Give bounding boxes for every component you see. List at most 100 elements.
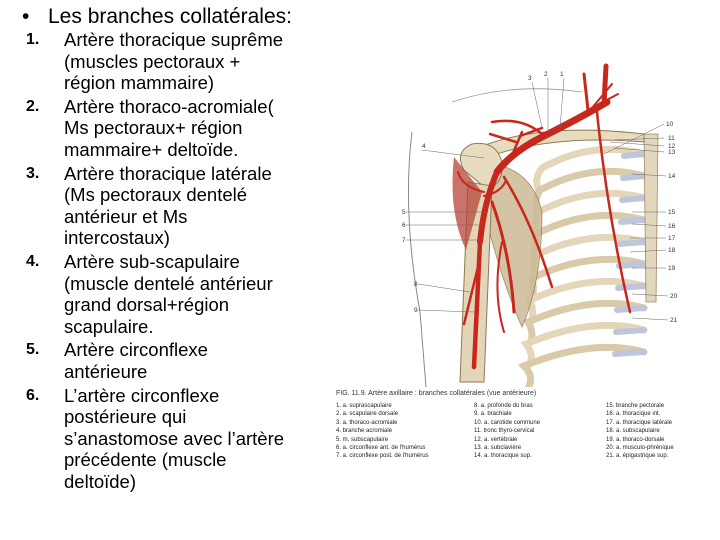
branch-text-line: mammaire+ deltoïde.: [64, 138, 239, 160]
lateral-thoracic-artery: [502, 175, 554, 289]
figure-label-number: 5: [402, 209, 406, 216]
circumflex-arteries: [457, 171, 507, 197]
figure-label-number: 16: [668, 223, 676, 230]
brachial-artery: [471, 239, 483, 370]
figure-label-number: 20: [670, 293, 678, 300]
rib: [533, 145, 648, 192]
legend-entry: 1. a. suprascapulaire: [336, 403, 392, 409]
legend-entry: 3. a. thoraco-acromiale: [336, 419, 398, 426]
branch-number: 4.: [26, 252, 40, 270]
figure-label-number: 14: [668, 173, 676, 180]
figure-label-number: 4: [422, 143, 426, 150]
branch-text-line: Ms pectoraux+ région: [64, 117, 243, 139]
costal-cartilage: [620, 173, 647, 181]
branch-item: 2.Artère thoraco-acromiale(Ms pectoraux+…: [22, 96, 322, 161]
branch-text-line: s’anastomose avec l’artère: [64, 427, 285, 449]
legend-entry: 20. a. musculo-phrénique: [606, 444, 674, 451]
branch-text-line: intercostaux): [64, 227, 170, 249]
legend-entry: 14. a. thoracique sup.: [474, 453, 532, 460]
rib: [520, 321, 648, 368]
branch-text-line: grand dorsal+région: [64, 294, 230, 316]
legend-entry: 10. a. carotide commune: [474, 419, 541, 426]
rib: [525, 277, 648, 324]
branch-text-line: Artère circonflexe: [64, 339, 208, 361]
branch-text-line: (muscles pectoraux +: [64, 50, 241, 72]
branch-text-line: deltoïde): [64, 470, 136, 492]
figure-label-number: 6: [402, 222, 406, 229]
branch-number: 2.: [26, 97, 40, 115]
branch-text-line: Artère thoracique latérale: [64, 162, 272, 184]
title-bullet: •: [22, 5, 30, 28]
branch-number: 1.: [26, 31, 40, 48]
leader-lines: [406, 77, 669, 321]
figure-label-number: 13: [668, 149, 676, 156]
costal-cartilage: [617, 239, 647, 247]
figure-label-number: 3: [528, 75, 532, 82]
legend-entry: 15. branche pectorale: [606, 403, 665, 409]
figure-label-number: 15: [668, 209, 676, 216]
deep-brachial-artery: [462, 265, 480, 326]
figure-label-number: 7: [402, 237, 406, 244]
arm-outline: [407, 131, 427, 387]
branch-text-line: précédente (muscle: [64, 449, 227, 471]
rib-cage: [517, 145, 648, 387]
legend-entry: 6. a. circonflexe ant. de l'humérus: [336, 444, 426, 451]
legend-entry: 21. a. épigastrique sup.: [606, 453, 669, 460]
subclavian-artery: [493, 98, 611, 176]
carotid-artery: [601, 63, 609, 107]
legend-entry: 9. a. brachiale: [474, 411, 512, 418]
costal-cartilage: [621, 151, 647, 159]
scapula: [483, 161, 543, 328]
body-outline: [451, 88, 583, 103]
branch-text-line: région mammaire): [64, 72, 215, 94]
branch-number: 5.: [26, 341, 40, 359]
costal-cartilage: [619, 195, 647, 203]
branch-text-line: postérieure qui: [64, 406, 187, 428]
legend-entry: 13. a. subclavière: [474, 444, 522, 451]
sternum: [643, 133, 659, 303]
branch-list: 1. Artère thoracique suprême(muscles pect…: [22, 29, 322, 494]
legend-entry: 12. a. vertébrale: [474, 436, 518, 443]
subscapular-artery: [490, 200, 516, 314]
thyrocervical-trunk: [591, 83, 619, 109]
branch-number: 6.: [26, 386, 40, 404]
figure-caption: FIG. 11.9. Artère axillaire : branches c…: [336, 390, 537, 397]
vertebral-artery: [582, 72, 590, 112]
branch-item: 4. Artère sub-scapulaire(muscle dentelé a…: [22, 251, 322, 337]
branch-item: 1. Artère thoracique suprême(muscles pect…: [22, 29, 322, 94]
costal-cartilage: [616, 261, 647, 269]
figure-label-number: 17: [668, 235, 676, 242]
legend-entry: 5. m. subscapulaire: [336, 436, 389, 443]
deltoid-muscle: [452, 157, 482, 250]
legend-entry: 7. a. circonflexe post. de l'humérus: [336, 453, 429, 460]
legend-entry: 11. tronc thyro-cervical: [474, 428, 535, 435]
internal-thoracic-artery: [595, 110, 632, 314]
axillary-artery: [477, 169, 500, 245]
figure-label-number: 2: [544, 71, 548, 78]
figure-label-number: 11: [668, 135, 675, 142]
legend-entry: 8. a. profonde du bras: [474, 403, 533, 409]
figure-label-number: 12: [668, 143, 676, 150]
figure-label-number: 9: [414, 307, 418, 314]
branch-text-line: Artère sub-scapulaire: [64, 250, 240, 272]
thoraco-acromial-artery: [488, 126, 544, 162]
slide-title: •Les branches collatérales:: [22, 4, 292, 30]
costal-cartilage: [613, 327, 647, 335]
branch-text-line: antérieur et Ms: [64, 205, 188, 227]
figure-label-number: 8: [414, 281, 418, 288]
rib: [517, 343, 648, 387]
figure-label-number: 19: [668, 265, 676, 272]
clavicle: [479, 129, 645, 159]
figure-label-number: 21: [670, 317, 678, 324]
branch-number: 3.: [26, 164, 40, 182]
branch-text-line: Artère thoracique suprême: [64, 29, 284, 50]
legend-entry: 17. a. thoracique latérale: [606, 419, 673, 426]
branch-text-line: (muscle dentelé antérieur: [64, 272, 273, 294]
